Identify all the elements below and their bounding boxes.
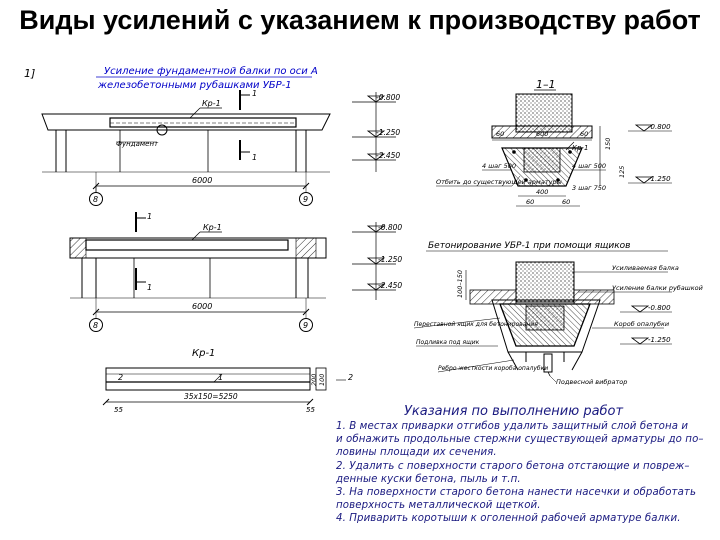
instruction-line: 4. Приварить коротыши к оголенной рабоче… [336,513,681,525]
concreting-label-3: Переставной ящик для бетонирования [414,321,538,328]
section-dim-top-2: 60 [580,130,588,138]
section-side-dim-1: 125 [618,166,626,178]
concreting-label-1: Усиление балки рубашкой [612,284,703,292]
instruction-line: ловины площади их сечения. [336,447,497,459]
bar-pos1: 1 [218,373,223,382]
plan-section-mark-bottom: 1 [252,153,257,162]
bar-left-mark: 55 [114,406,123,414]
section-dim-top-1: 600 [536,130,548,138]
section-label-kr1: Кр-1 [572,144,588,152]
section-dim-bottom2-1: 60 [562,198,570,206]
bar-side-dim-0: 200 [310,374,318,386]
elev-elev-2: -2.450 [378,281,402,290]
plan-section-mark-top: 1 [252,89,257,98]
plan-view: Усиление фундаментной балки по оси А жел… [41,65,400,206]
elev-label-kr1: Кр-1 [203,223,222,232]
instruction-line: и обнажить продольные стержни существующ… [336,434,704,446]
plan-span: 6000 [192,176,212,185]
bar-detail: Кр-1 2 1 2 200 100 35х150=5250 55 55 [102,348,353,414]
margin-mark: 1] [24,67,35,80]
section-title: 1–1 [536,78,556,91]
plan-label-foundation: Фундамент [116,140,159,148]
plan-axis-left [89,192,103,206]
plan-label-kr1: Кр-1 [202,99,221,108]
concreting-elev-1: -1.250 [648,336,671,344]
plan-elev-1: -1.250 [376,128,400,137]
concreting-title: Бетонирование УБР-1 при помощи ящиков [428,241,630,251]
plan-title-line2: железобетонными рубашками УБР-1 [97,79,292,91]
instruction-line: 2. Удалить с поверхности старого бетона … [336,460,690,472]
concreting-elev-0: -0.800 [648,304,671,312]
section-callout-2: 3 шаг 750 [572,184,606,192]
instruction-line: 3. На поверхности старого бетона нанести… [336,487,697,499]
section-1-1: 1–1 60 600 60 Кр-1 4 шаг 500 4 шаг 500 3… [436,78,672,207]
section-note: Отбить до существующей арматуры [436,178,562,186]
instruction-line: поверхность металлической щеткой. [336,500,541,512]
section-elev-1: -1.250 [648,175,671,183]
elev-axis-left-label: 8 [93,321,98,330]
concreting-detail: Бетонирование УБР-1 при помощи ящиков 10… [413,241,703,386]
section-callout-0: 4 шаг 500 [482,162,516,170]
slide-title: Виды усилений с указанием к производству… [19,5,701,35]
elev-axis-right-label: 9 [303,321,308,330]
elevation-view: 1 1 Кр-1 6000 8 9 -0.800 -1.250 -2.450 [69,212,402,332]
instructions-title: Указания по выполнению работ [404,404,624,419]
instruction-line: 1. В местах приварки отгибов удалить защ… [336,421,689,432]
bar-pos2-side: 2 [348,373,353,382]
plan-elev-0: -0.800 [376,93,400,102]
section-callout-1: 4 шаг 500 [572,162,606,170]
elev-span: 6000 [192,302,212,311]
section-side-dim-0: 150 [604,138,612,150]
elev-axis-right [299,318,313,332]
concreting-label-5: Ребро жесткости короба опалубки [438,365,548,372]
concreting-label-6: Подвесной вибратор [556,378,627,386]
plan-axis-right-label: 9 [303,195,308,204]
section-dim-bottom-0: 400 [536,188,548,196]
section-dim-bottom2-0: 60 [526,198,534,206]
instruction-line: денные куски бетона, пыль и т.п. [336,473,521,485]
elev-section-mark-top: 1 [147,212,152,221]
elev-elev-1: -1.250 [378,255,402,264]
section-dim-top-0: 60 [496,130,504,138]
concreting-left-dim-0: 100–150 [456,270,464,298]
concreting-label-4: Подливка под ящик [416,339,480,346]
concreting-label-0: Усиливаемая балка [612,264,679,272]
bar-detail-title: Кр-1 [192,348,215,359]
bar-pos2: 2 [118,373,123,382]
elev-elev-0: -0.800 [378,223,402,232]
elev-section-mark-bottom: 1 [147,283,152,292]
plan-axis-left-label: 8 [93,195,98,204]
section-elev-0: -0.800 [648,123,671,131]
bar-right-mark: 55 [306,406,315,414]
instructions-list: 1. В местах приварки отгибов удалить защ… [336,420,720,526]
plan-title-line1: Усиление фундаментной балки по оси А [104,65,318,77]
bar-side-dim-1: 100 [318,374,326,386]
elev-axis-left [89,318,103,332]
plan-elev-2: -2.450 [376,151,400,160]
concreting-label-2: Короб опалубки [614,320,669,328]
bar-dimension: 35х150=5250 [184,392,238,401]
plan-axis-right [299,192,313,206]
